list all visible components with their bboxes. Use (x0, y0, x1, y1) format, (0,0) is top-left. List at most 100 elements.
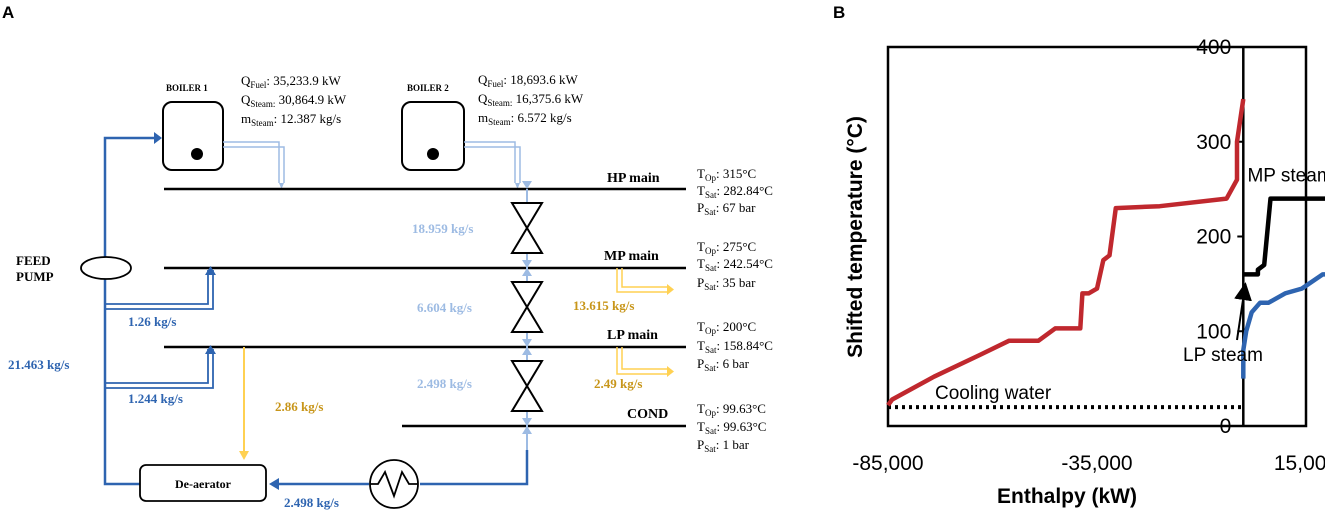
svg-text:mSteam: 12.387 kg/s: mSteam: 12.387 kg/s (241, 111, 341, 128)
boiler-steam-lines (223, 141, 521, 189)
feed-pump-label-2: PUMP (16, 269, 54, 284)
process-flow-labels: 13.615 kg/s 2.49 kg/s 2.86 kg/s (275, 298, 642, 414)
x-axis-label: Enthalpy (kW) (997, 485, 1137, 508)
boiler-2-qsteam-sym: Q (478, 91, 488, 106)
svg-text:QSteam: 30,864.9 kW: QSteam: 30,864.9 kW (241, 92, 347, 109)
svg-text:TOp: 315°C: TOp: 315°C (697, 166, 756, 183)
header-lines (164, 187, 686, 428)
y-tick-label: 0 (1220, 415, 1232, 438)
lp-conditions: TOp: 200°C TSat: 158.84°C PSat: 6 bar (697, 319, 773, 373)
valve-mp-lp (510, 281, 544, 333)
svg-text:mSteam: 6.572 kg/s: mSteam: 6.572 kg/s (478, 110, 572, 127)
boiler-1-qfuel-sub: Fuel (250, 80, 267, 90)
flow-lp-cond: 2.498 kg/s (417, 376, 472, 391)
svg-text:TOp: 200°C: TOp: 200°C (697, 319, 756, 336)
y-tick-label: 100 (1196, 320, 1231, 343)
boiler-1-data: QFuel: 35,233.9 kW QSteam: 30,864.9 kW m… (241, 73, 347, 128)
cond-conditions: TOp: 99.63°C TSat: 99.63°C PSat: 1 bar (697, 401, 766, 454)
hp-conditions: TOp: 315°C TSat: 282.84°C PSat: 67 bar (697, 166, 773, 217)
boiler-1-label: BOILER 1 (166, 83, 208, 93)
valves (510, 202, 544, 412)
boiler-2-qsteam-value: 16,375.6 kW (512, 91, 584, 106)
lp-main-label: LP main (607, 328, 658, 343)
boiler-2-msteam-sym: m (478, 110, 488, 125)
svg-text:QFuel: 35,233.9 kW: QFuel: 35,233.9 kW (241, 73, 342, 90)
flow-hp-mp: 18.959 kg/s (412, 221, 473, 236)
flow-lp-deaerator: 2.86 kg/s (275, 399, 323, 414)
header-names: HP main MP main LP main COND (604, 171, 668, 422)
flow-mp-process: 13.615 kg/s (573, 298, 634, 313)
boiler-1-msteam-sym: m (241, 111, 251, 126)
boiler-1-qfuel-value: : 35,233.9 kW (266, 73, 341, 88)
panel-b-letter: B (833, 3, 845, 22)
svg-text:TSat: 242.54°C: TSat: 242.54°C (697, 256, 773, 273)
annotation-mp-steam: MP steam (1247, 166, 1325, 187)
boiler-2-msteam-sub: Steam (488, 117, 511, 127)
svg-text:QFuel: 18,693.6 kW: QFuel: 18,693.6 kW (478, 72, 579, 89)
y-axis-label: Shifted temperature (°C) (844, 116, 867, 358)
mp-steam-curve (1243, 196, 1325, 277)
boiler-1-qsteam-sym: Q (241, 92, 251, 107)
feed-pump: FEED PUMP (16, 253, 132, 284)
lp-steam-arrow (1234, 282, 1252, 341)
heat-exchanger-icon (369, 459, 419, 509)
feed-water-loop (103, 132, 529, 490)
feed-pump-label-1: FEED (16, 253, 51, 268)
flow-mp-lp: 6.604 kg/s (417, 300, 472, 315)
feed-flow-labels: 1.26 kg/s 1.244 kg/s 21.463 kg/s 2.498 k… (8, 314, 339, 510)
svg-text:TOp: 275°C: TOp: 275°C (697, 239, 756, 256)
boiler-1-msteam-value: : 12.387 kg/s (274, 111, 342, 126)
boiler-1-qsteam-sub: Steam: (250, 99, 275, 109)
svg-text:TSat: 282.84°C: TSat: 282.84°C (697, 183, 773, 200)
cond-label: COND (627, 407, 668, 422)
y-tick-label: 400 (1196, 36, 1231, 59)
deaerator: De-aerator (139, 464, 267, 502)
boiler-2-msteam-value: : 6.572 kg/s (511, 110, 572, 125)
panel-a-letter: A (2, 3, 14, 22)
flow-feed-total: 21.463 kg/s (8, 357, 69, 372)
boiler-2-data: QFuel: 18,693.6 kW QSteam: 16,375.6 kW m… (478, 72, 584, 127)
series-1-curve (886, 98, 1246, 407)
boiler-1-qsteam-value: 30,864.9 kW (275, 92, 347, 107)
flow-desup-lp: 1.244 kg/s (128, 391, 183, 406)
flow-desup-mp: 1.26 kg/s (128, 314, 176, 329)
boiler-2-label: BOILER 2 (407, 83, 449, 93)
boiler-2-qfuel-sym: Q (478, 72, 488, 87)
y-tick-label: 200 (1196, 226, 1231, 249)
svg-text:PSat: 35 bar: PSat: 35 bar (697, 275, 756, 292)
flow-condensate-return: 2.498 kg/s (284, 495, 339, 510)
svg-text:PSat: 1 bar: PSat: 1 bar (697, 437, 750, 454)
svg-text:TSat: 99.63°C: TSat: 99.63°C (697, 419, 766, 436)
hp-main-label: HP main (607, 171, 660, 186)
panel-a: A BOILER 1 BOILER 2 QFuel: 35,233.9 kW Q… (2, 3, 773, 510)
boiler-2-qfuel-sub: Fuel (487, 79, 504, 89)
valve-flow-labels: 18.959 kg/s 6.604 kg/s 2.498 kg/s (412, 221, 473, 391)
boiler-2-qsteam-sub: Steam: (487, 98, 512, 108)
valve-lp-cond (510, 360, 544, 412)
svg-text:TOp: 99.63°C: TOp: 99.63°C (697, 401, 766, 418)
svg-text:TSat: 158.84°C: TSat: 158.84°C (697, 338, 773, 355)
x-tick-label: -85,000 (852, 452, 923, 475)
mp-conditions: TOp: 275°C TSat: 242.54°C PSat: 35 bar (697, 239, 773, 292)
svg-text:PSat: 6 bar: PSat: 6 bar (697, 356, 750, 373)
header-conditions: TOp: 315°C TSat: 282.84°C PSat: 67 bar T… (697, 166, 773, 454)
lp-steam-curve (1241, 272, 1325, 379)
boiler-2: BOILER 2 (401, 83, 465, 171)
boiler-1-qfuel-sym: Q (241, 73, 251, 88)
deaerator-label: De-aerator (175, 477, 232, 491)
flow-lp-process: 2.49 kg/s (594, 376, 642, 391)
annotation-cooling-water: Cooling water (935, 383, 1052, 404)
y-tick-label: 300 (1196, 131, 1231, 154)
mp-main-label: MP main (604, 249, 659, 264)
svg-text:PSat: 67 bar: PSat: 67 bar (697, 200, 756, 217)
x-tick-label: -35,000 (1061, 452, 1132, 475)
valve-hp-mp (510, 202, 544, 254)
svg-text:QSteam: 16,375.6 kW: QSteam: 16,375.6 kW (478, 91, 584, 108)
boiler-1-msteam-sub: Steam (251, 118, 274, 128)
annotation-lp-steam: LP steam (1183, 345, 1263, 366)
boiler-2-qfuel-value: : 18,693.6 kW (503, 72, 578, 87)
boiler-1: BOILER 1 (162, 83, 224, 171)
